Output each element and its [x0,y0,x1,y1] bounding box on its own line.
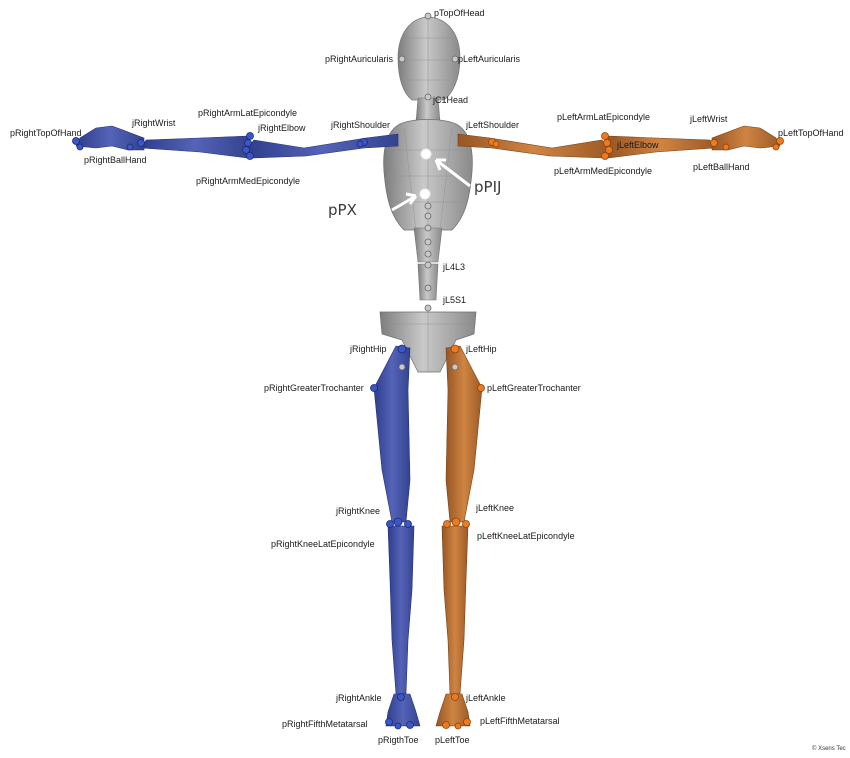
label-right-fifth-metatarsal: pRightFifthMetatarsal [282,719,368,729]
marker-left-elbow-lat [602,133,609,140]
label-left-shoulder: jLeftShoulder [465,120,519,130]
marker-c1-head [425,94,431,100]
label-left-arm-med: pLeftArmMedEpicondyle [554,166,652,176]
marker-right-ankle [398,694,405,701]
label-c1-head: jC1Head [432,95,468,105]
label-left-knee: jLeftKnee [475,503,514,513]
label-l5s1: jL5S1 [442,295,466,305]
marker-l5s1 [425,305,431,311]
label-right-ball-hand: pRightBallHand [84,155,147,165]
label-left-top-of-hand: pLeftTopOfHand [778,128,844,138]
marker-left-wrist [711,140,718,147]
label-left-elbow: jLeftElbow [616,140,659,150]
label-left-ankle: jLeftAnkle [465,693,506,703]
marker-px [420,189,430,199]
label-right-elbow: jRightElbow [257,123,306,133]
marker-left-ankle [452,694,459,701]
label-right-arm-med: pRightArmMedEpicondyle [196,176,300,186]
left-leg-segments [436,346,482,726]
marker-right-hip [398,345,406,353]
marker-right-knee [394,518,402,526]
label-left-wrist: jLeftWrist [689,114,728,124]
right-leg-segments [374,346,420,726]
label-right-greater-trochanter: pRightGreaterTrochanter [264,383,364,393]
label-right-toe: pRigthToe [378,735,419,745]
marker-right-wrist [138,140,145,147]
marker-left-knee [452,518,460,526]
marker-top-of-head [425,13,431,19]
marker-right-fifth-metatarsal [386,719,393,726]
label-right-top-of-hand: pRightTopOfHand [10,128,82,138]
label-left-auricularis: pLeftAuricularis [458,54,521,64]
label-right-arm-lat: pRightArmLatEpicondyle [198,108,297,118]
label-left-toe: pLeftToe [435,735,470,745]
label-top-of-head: pTopOfHead [434,8,485,18]
label-left-greater-trochanter: pLeftGreaterTrochanter [487,383,581,393]
marker-left-greater-trochanter [478,385,485,392]
marker-right-ball-hand [127,144,133,150]
marker-left-ball-hand [723,144,729,150]
label-right-knee-lat: pRightKneeLatEpicondyle [271,539,375,549]
label-left-fifth-metatarsal: pLeftFifthMetatarsal [480,716,560,726]
copyright-text: © Xsens Tec [812,745,846,752]
marker-right-elbow-lat [247,133,254,140]
marker-left-toe [443,722,450,729]
label-pij: pPIJ [474,178,501,196]
label-right-shoulder: jRightShoulder [330,120,390,130]
marker-right-greater-trochanter [371,385,378,392]
label-right-knee: jRightKnee [335,506,380,516]
marker-right-auricularis [399,56,405,62]
marker-left-fifth-metatarsal [464,719,471,726]
label-left-hip: jLeftHip [465,344,497,354]
label-l4l3: jL4L3 [442,262,465,272]
label-right-auricularis: pRightAuricularis [325,54,394,64]
label-px: pPX [328,201,357,219]
left-markers [443,133,784,730]
label-left-arm-lat: pLeftArmLatEpicondyle [557,112,650,122]
marker-pij [421,149,431,159]
marker-right-toe [407,722,414,729]
label-right-ankle: jRightAnkle [335,693,382,703]
marker-left-top-of-hand [777,138,784,145]
head-segment [398,17,460,100]
right-markers [73,133,414,730]
label-left-ball-hand: pLeftBallHand [693,162,750,172]
label-left-knee-lat: pLeftKneeLatEpicondyle [477,531,575,541]
marker-right-top-of-hand [73,138,80,145]
label-right-hip: jRightHip [349,344,387,354]
marker-l4l3 [425,262,431,268]
right-arm-segments [76,126,398,158]
marker-left-hip [451,345,459,353]
label-right-wrist: jRightWrist [131,118,176,128]
